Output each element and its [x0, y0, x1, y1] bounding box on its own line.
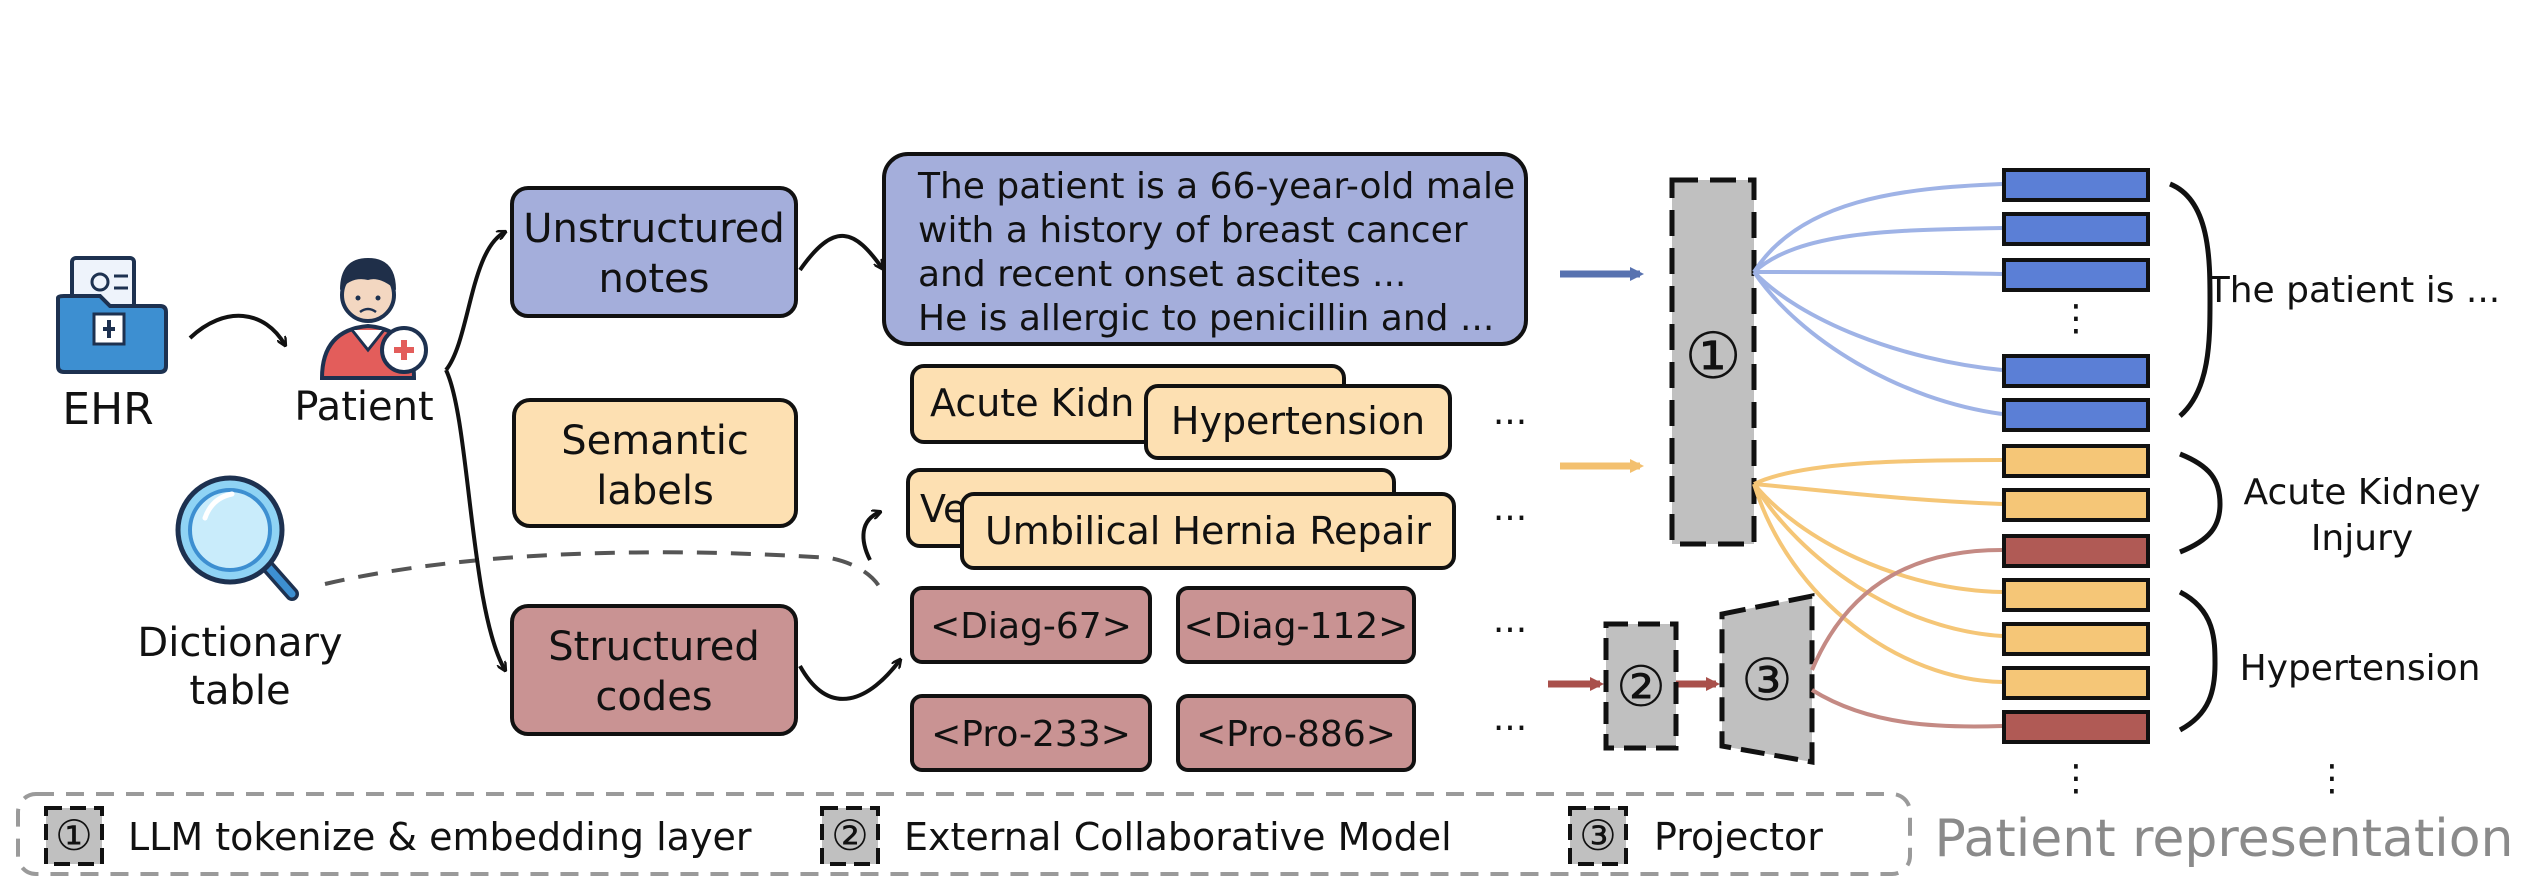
unstructured-label-line1: Unstructured: [523, 206, 785, 252]
semantic-card-aki-text: Acute Kidn: [930, 381, 1134, 425]
note-line-4: He is allergic to penicillin and ...: [918, 298, 1494, 339]
module-1-marker: ①: [1684, 320, 1741, 394]
note-line-3: and recent onset ascites ...: [918, 254, 1406, 295]
patient-representation-title: Patient representation: [1935, 809, 2514, 869]
dictionary-dashed-link: [324, 550, 882, 589]
embedding-orange-3: [2002, 578, 2150, 612]
embedding-blue-5: [2002, 398, 2150, 432]
legend-marker-2: ②: [831, 811, 869, 860]
code-token-diag-67: <Diag-67>: [910, 586, 1152, 664]
legend-text-3: Projector: [1654, 815, 1823, 859]
code-token-pro-233: <Pro-233>: [910, 694, 1152, 772]
embedding-orange-2: [2002, 488, 2150, 522]
semantic-card-umbilical-text: Umbilical Hernia Repair: [985, 509, 1431, 553]
right-label-hypertension: Hypertension: [2240, 648, 2481, 689]
embedding-vdots-blue: ⋮: [2058, 298, 2094, 339]
semantic-card-hypertension: Hypertension: [1144, 384, 1452, 460]
code-token-diag-67-text: <Diag-67>: [930, 606, 1132, 647]
unstructured-notes-box: Unstructured notes: [510, 186, 798, 318]
structured-codes-box: Structured codes: [510, 604, 798, 736]
semantic-card-umbilical: Umbilical Hernia Repair: [960, 492, 1456, 570]
patient-label: Patient: [294, 384, 433, 430]
legend-text-2: External Collaborative Model: [904, 815, 1452, 859]
legend-box: [16, 792, 1912, 876]
right-label-aki-line2: Injury: [2311, 518, 2413, 559]
ehr-label: EHR: [62, 384, 153, 435]
magnifier-icon: [175, 475, 299, 601]
semantic-label-line1: Semantic: [561, 418, 749, 464]
embedding-orange-5: [2002, 666, 2150, 700]
legend-item-3: ③ Projector: [1568, 806, 1823, 866]
ehr-folder-icon: [56, 256, 168, 374]
codes-row2-ellipsis: ...: [1493, 698, 1527, 739]
embedding-orange-1: [2002, 444, 2150, 478]
embedding-orange-4: [2002, 622, 2150, 656]
embedding-blue-4: [2002, 354, 2150, 388]
embedding-red-1: [2002, 534, 2150, 568]
semantic-label-line2: labels: [596, 468, 714, 514]
brace-text: [2168, 181, 2213, 418]
codes-to-tokens-arrow: [798, 660, 900, 701]
module-3-projector: ③: [1719, 592, 1815, 765]
embedding-red-2: [2002, 710, 2150, 744]
module-1-llm-embedding: ①: [1669, 177, 1757, 547]
legend-item-1: ① LLM tokenize & embedding layer: [44, 806, 752, 866]
note-line-1: The patient is a 66-year-old male: [917, 166, 1515, 207]
code-token-pro-233-text: <Pro-233>: [931, 714, 1131, 755]
dictionary-to-labels-arrow: [861, 512, 880, 561]
patient-avatar-icon: [319, 258, 428, 380]
embedding-blue-1: [2002, 168, 2150, 202]
right-label-text: The patient is ...: [2207, 270, 2500, 311]
brace-aki: [2179, 451, 2223, 555]
right-label-vdots: ⋮: [2314, 758, 2350, 799]
legend-marker-3: ③: [1579, 811, 1617, 860]
clinical-note-box: The patient is a 66-year-old male with a…: [882, 152, 1528, 346]
note-line-2: with a history of breast cancer: [918, 210, 1468, 251]
patient-to-codes-arrow: [444, 369, 505, 670]
code-token-diag-112: <Diag-112>: [1176, 586, 1416, 664]
dictionary-label-line2: table: [189, 668, 290, 714]
unstructured-label-line2: notes: [599, 256, 710, 302]
dictionary-label-line1: Dictionary: [137, 620, 342, 666]
semantic-labels-box: Semantic labels: [512, 398, 798, 528]
notes-to-text-arrow: [798, 234, 882, 270]
structured-label-line2: codes: [595, 674, 712, 720]
module-2-marker: ②: [1616, 655, 1666, 720]
semantic-row1-ellipsis: ...: [1493, 392, 1527, 433]
structured-label-line1: Structured: [548, 624, 759, 670]
connector-curves: [1752, 182, 2003, 729]
code-token-pro-886-text: <Pro-886>: [1196, 714, 1396, 755]
code-token-pro-886: <Pro-886>: [1176, 694, 1416, 772]
legend-text-1: LLM tokenize & embedding layer: [128, 815, 752, 859]
right-label-aki-line1: Acute Kidney: [2243, 472, 2480, 513]
embedding-column: ⋮ ⋮: [2002, 168, 2150, 799]
codes-row1-ellipsis: ...: [1493, 600, 1527, 641]
patient-to-notes-arrow: [444, 232, 505, 372]
legend-item-2: ② External Collaborative Model: [820, 806, 1452, 866]
embedding-blue-2: [2002, 212, 2150, 246]
semantic-row2-ellipsis: ...: [1493, 488, 1527, 529]
brace-hypertension: [2178, 589, 2218, 733]
ehr-to-patient-arrow: [188, 313, 285, 345]
embedding-vdots-bottom: ⋮: [2058, 758, 2094, 799]
legend-marker-1: ①: [55, 811, 93, 860]
code-token-diag-112-text: <Diag-112>: [1184, 606, 1409, 647]
semantic-card-ve-text: Ve: [920, 487, 966, 531]
embedding-blue-3: [2002, 258, 2150, 292]
semantic-card-hypertension-text: Hypertension: [1171, 399, 1425, 443]
module-3-marker: ③: [1741, 646, 1793, 714]
module-2-external-model: ②: [1603, 621, 1679, 751]
